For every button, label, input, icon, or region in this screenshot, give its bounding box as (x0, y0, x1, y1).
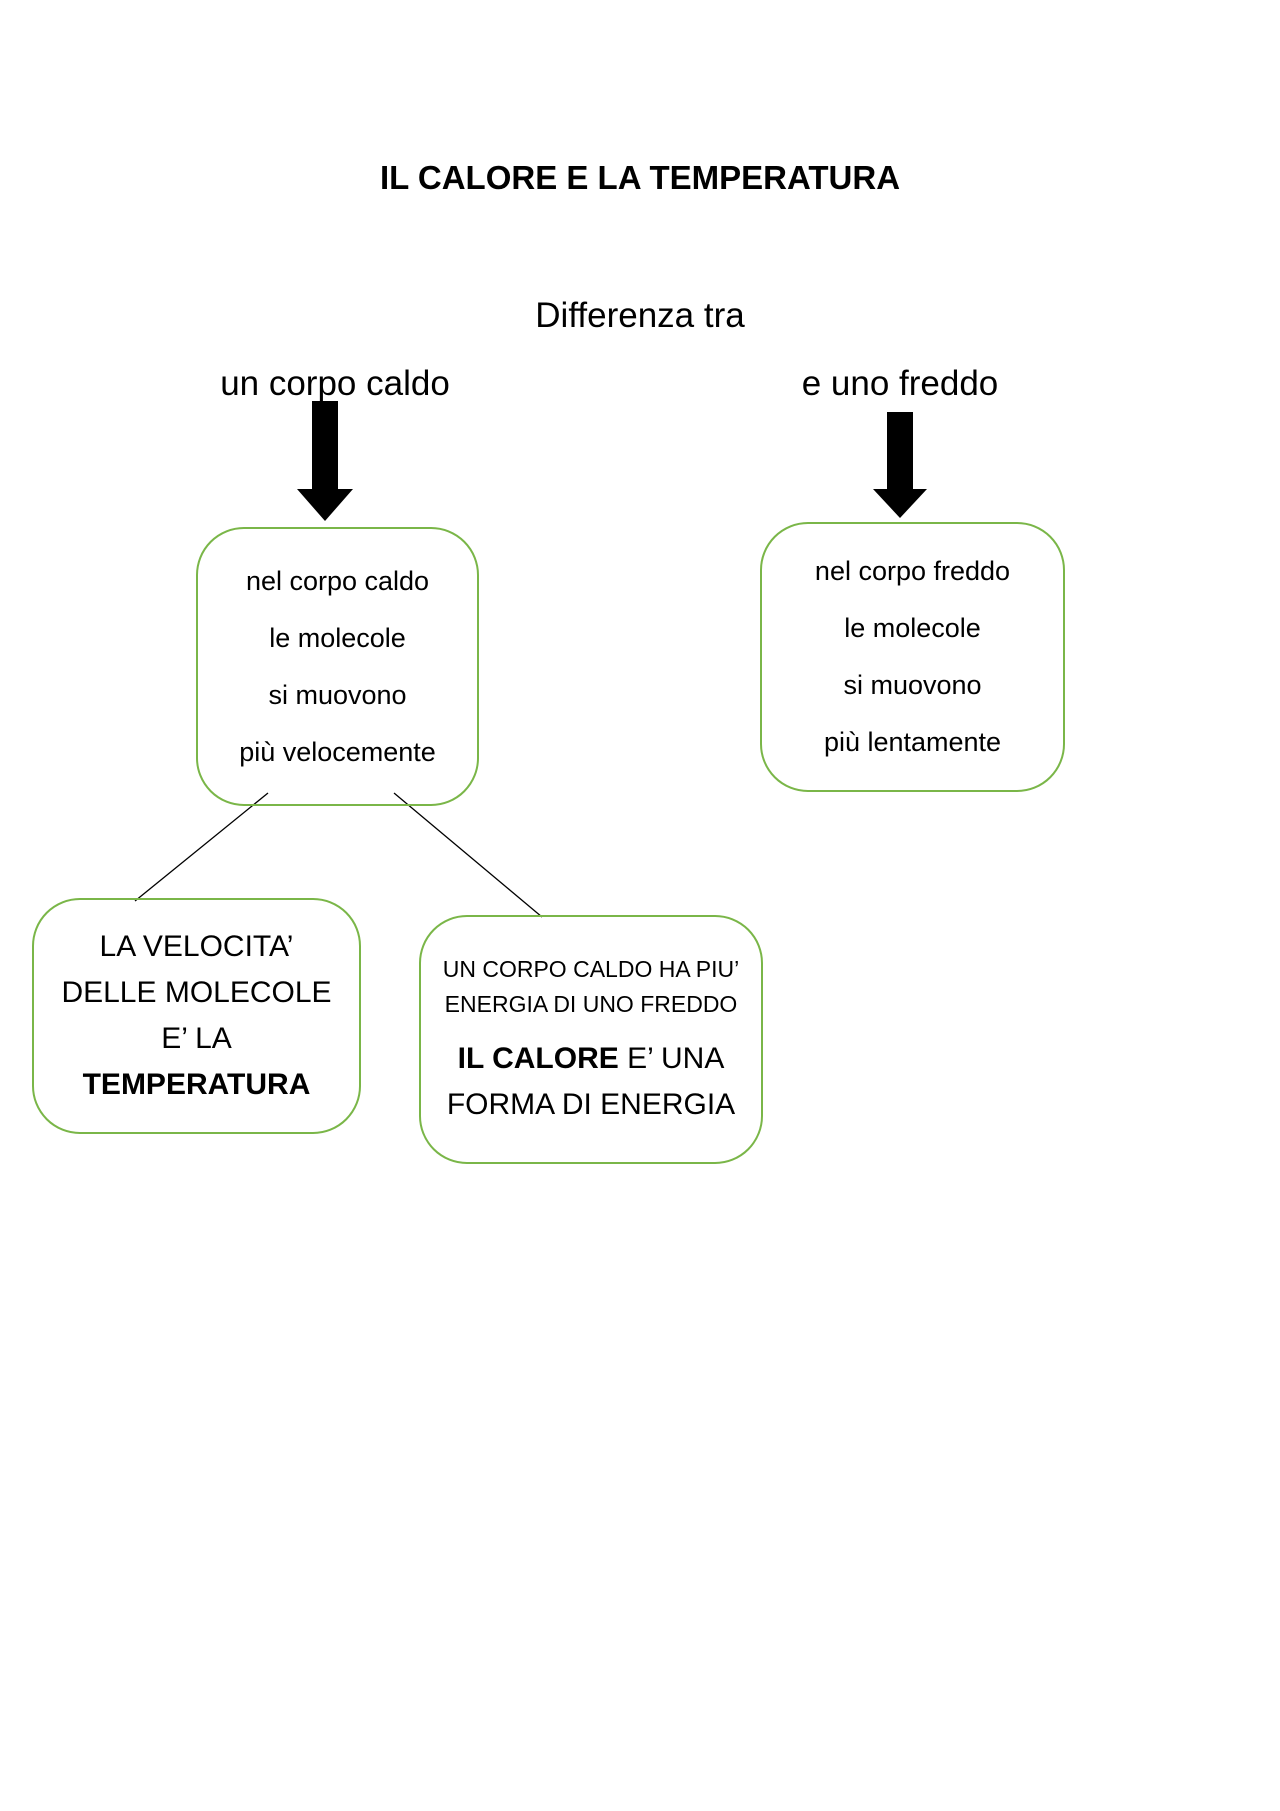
hot-box-line-1: nel corpo caldo (245, 565, 430, 596)
cold-body-box: nel corpo freddo le molecole si muovono … (760, 522, 1065, 792)
heat-term: IL CALORE (457, 1041, 619, 1075)
energy-box-line-2: ENERGIA DI UNO FREDDO (444, 990, 738, 1017)
label-cold-body: e uno freddo (801, 364, 999, 403)
temperature-box-line-2: DELLE MOLECOLE (61, 976, 332, 1009)
page-title: IL CALORE E LA TEMPERATURA (379, 159, 901, 196)
temperature-box: LA VELOCITA’ DELLE MOLECOLE E’ LA TEMPER… (32, 898, 361, 1134)
connector-hot-to-energy (393, 792, 543, 918)
energy-box-line-3: IL CALORE E’ UNA (458, 1036, 725, 1082)
hot-box-line-4: più velocemente (239, 736, 436, 767)
cold-box-line-2: le molecole (844, 613, 981, 643)
cold-box-line-1: nel corpo freddo (814, 556, 1011, 586)
cold-box-line-4: più lentamente (823, 727, 1002, 757)
arrow-hot-down (297, 401, 353, 521)
energy-box: UN CORPO CALDO HA PIU’ ENERGIA DI UNO FR… (419, 915, 763, 1164)
temperature-box-line-3: E’ LA (161, 1022, 232, 1055)
cold-box-line-3: si muovono (843, 670, 982, 700)
hot-body-box: nel corpo caldo le molecole si muovono p… (196, 527, 479, 806)
temperature-box-line-1: LA VELOCITA’ (99, 930, 294, 963)
label-hot-body: un corpo caldo (220, 364, 450, 403)
temperature-term: TEMPERATURA (82, 1068, 311, 1101)
arrow-cold-down (873, 412, 927, 518)
subtitle-difference: Differenza tra (535, 296, 745, 335)
energy-box-line-4: FORMA DI ENERGIA (446, 1087, 736, 1121)
hot-box-line-3: si muovono (268, 679, 407, 710)
hot-box-line-2: le molecole (269, 622, 406, 653)
connector-hot-to-temperature (134, 792, 269, 902)
energy-box-line-3-rest: E’ UNA (618, 1041, 725, 1075)
energy-box-line-1: UN CORPO CALDO HA PIU’ (442, 955, 740, 982)
